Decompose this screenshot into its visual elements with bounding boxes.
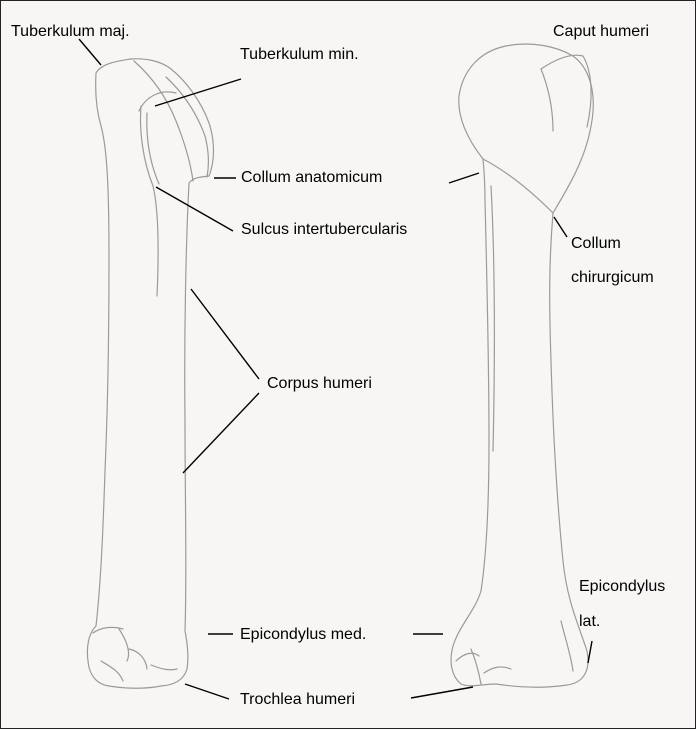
right-condyle-3 — [484, 667, 511, 673]
label-epicondylus-lateralis-line2: lat. — [579, 612, 600, 631]
leader-corpus-lower — [183, 393, 259, 473]
label-epicondylus-lateralis-line1: Epicondylus — [579, 577, 665, 596]
right-head-inner — [541, 69, 553, 131]
left-sulcus-groove — [141, 106, 159, 296]
left-trochlea-2 — [119, 629, 129, 661]
label-sulcus-intertubercularis: Sulcus intertubercularis — [241, 220, 407, 239]
label-collum-chirurgicum-line2: chirurgicum — [571, 268, 654, 287]
leader-collum-anatomicum-right — [449, 173, 479, 183]
left-humerus-contour — [87, 59, 213, 688]
left-tubercle-line — [134, 61, 193, 181]
left-humerus-outline — [87, 59, 213, 688]
label-corpus-humeri: Corpus humeri — [267, 374, 372, 393]
label-caput-humeri: Caput humeri — [553, 22, 649, 41]
leader-tuberculum-major — [79, 39, 101, 65]
left-trochlea-5 — [151, 665, 177, 670]
left-trochlea-1 — [93, 627, 123, 633]
leader-trochlea-right — [411, 687, 473, 698]
label-tuberculum-major: Tuberkulum maj. — [11, 22, 130, 41]
leader-sulcus — [156, 187, 233, 231]
leader-corpus-upper — [191, 289, 259, 379]
left-trochlea-4 — [101, 661, 123, 681]
label-epicondylus-medialis: Epicondylus med. — [240, 625, 366, 644]
right-humerus-outline — [451, 44, 593, 687]
leader-epicondylus-lat — [588, 641, 592, 663]
label-tuberculum-minor: Tuberkulum min. — [240, 45, 359, 64]
left-trochlea-3 — [129, 649, 147, 669]
right-shaft-inner — [491, 186, 494, 451]
label-collum-chirurgicum-line1: Collum — [571, 234, 621, 253]
label-collum-anatomicum: Collum anatomicum — [241, 168, 382, 187]
leader-trochlea-left — [185, 684, 229, 699]
leader-lines — [79, 39, 592, 699]
right-humerus-contour — [451, 44, 593, 687]
right-condyle-4 — [561, 621, 573, 671]
label-trochlea-humeri: Trochlea humeri — [240, 690, 355, 709]
right-neck-line — [483, 159, 553, 213]
leader-tuberculum-minor — [155, 79, 241, 106]
leader-collum-chirurgicum — [554, 217, 567, 237]
